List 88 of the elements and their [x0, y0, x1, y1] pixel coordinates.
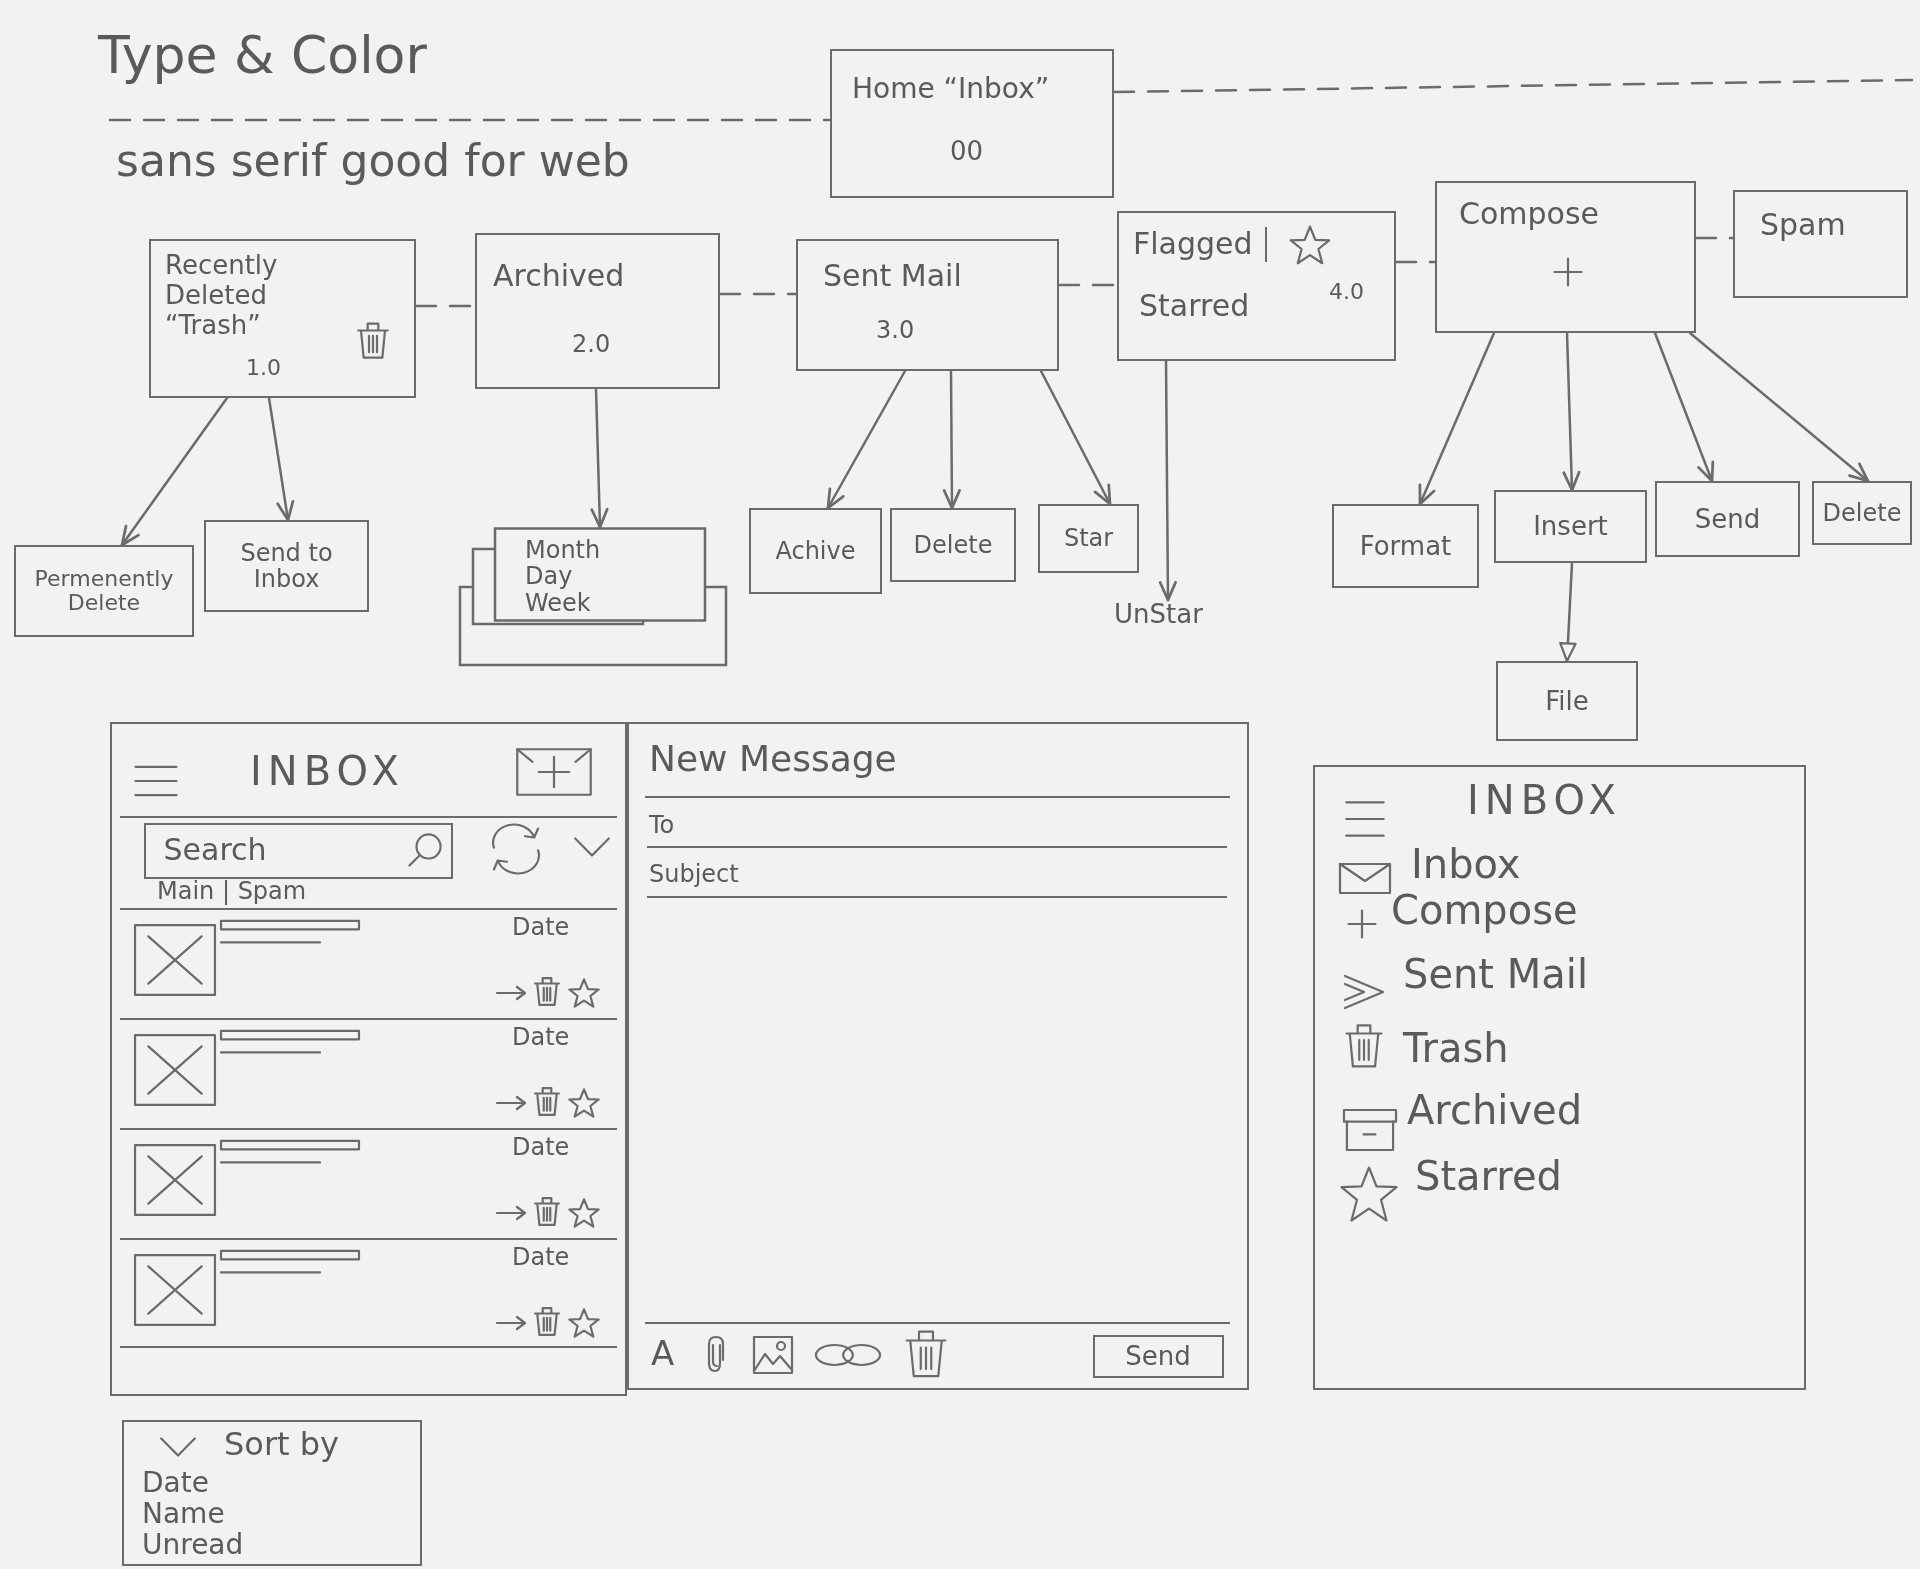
page-box	[475, 233, 720, 389]
send-button: Send	[1092, 1334, 1224, 1378]
dashed-line	[1394, 260, 1437, 264]
page-number: 4.0	[1329, 279, 1364, 305]
dashed-line	[1112, 78, 1914, 94]
subject-field: Subject	[647, 854, 1227, 898]
action-box	[890, 508, 1016, 582]
page-box	[1117, 211, 1396, 361]
page-title: Starred	[1139, 289, 1250, 324]
arrow	[120, 396, 229, 547]
arrow	[942, 369, 961, 510]
arrow	[1039, 369, 1112, 506]
text-format-label: A	[651, 1334, 675, 1374]
action-label: Insert	[1532, 512, 1609, 541]
page-heading: Type & Color	[98, 26, 427, 86]
dropdown-option: Unread	[142, 1530, 244, 1560]
menu-item: Compose	[1391, 887, 1578, 933]
dropdown-option: Date	[142, 1468, 209, 1498]
arrow	[590, 387, 609, 529]
page-title: Home “Inbox”	[852, 73, 1050, 106]
action-label: Star	[1062, 525, 1115, 552]
action-box	[1332, 504, 1479, 588]
arrow	[267, 396, 295, 522]
mailbox-tabs: Main | Spam	[157, 878, 307, 906]
page-title: Spam	[1760, 208, 1846, 243]
dropdown-title: Sort by	[224, 1426, 339, 1463]
action-label: UnStar	[1114, 600, 1203, 630]
annotation-note: sans serif good for web	[116, 136, 630, 187]
arrow	[1158, 359, 1177, 602]
time-range-label: Month Day Week	[525, 537, 602, 617]
page-box	[796, 239, 1059, 371]
screen-title: INBOX	[1467, 777, 1622, 823]
date-label: Date	[512, 1244, 570, 1272]
menu-item: Inbox	[1411, 841, 1521, 887]
action-label: Delete	[912, 531, 994, 559]
page-box	[149, 239, 416, 398]
arrow	[1562, 331, 1581, 492]
action-label: Achive	[774, 537, 857, 565]
page-title: Archived	[493, 259, 625, 294]
screen-title: New Message	[649, 738, 897, 780]
action-label: Permenently Delete	[33, 566, 175, 616]
action-label: Send to Inbox	[239, 539, 334, 593]
date-label: Date	[512, 914, 570, 942]
page-title: Recently Deleted “Trash”	[165, 251, 279, 341]
date-label: Date	[512, 1134, 570, 1162]
page-number: 2.0	[572, 331, 611, 359]
inbox-screen	[110, 722, 627, 1396]
action-box	[749, 508, 882, 594]
dashed-line	[718, 292, 798, 296]
menu-screen	[1313, 765, 1806, 1390]
action-label: Delete	[1821, 499, 1903, 527]
action-box	[1655, 481, 1800, 557]
dashed-line	[108, 118, 832, 122]
action-label: File	[1544, 686, 1590, 716]
action-box	[14, 545, 194, 637]
screen-title: INBOX	[250, 748, 405, 794]
menu-item: Archived	[1407, 1087, 1583, 1133]
recipient-field: To	[647, 806, 1227, 848]
sort-dropdown	[122, 1420, 422, 1566]
action-box	[1496, 661, 1638, 741]
action-box	[1494, 490, 1647, 563]
action-box	[204, 520, 369, 612]
action-label: Send	[1693, 504, 1762, 534]
action-box	[1038, 504, 1139, 573]
page-box	[1435, 181, 1696, 333]
arrow	[826, 369, 907, 510]
menu-item: Sent Mail	[1403, 951, 1588, 997]
arrow	[1688, 331, 1870, 483]
arrow	[1653, 331, 1715, 483]
page-number: 1.0	[246, 355, 281, 381]
page-box	[830, 49, 1114, 198]
arrow	[1559, 561, 1577, 663]
page-box	[1733, 190, 1908, 298]
page-number: 3.0	[876, 317, 915, 345]
menu-item: Trash	[1403, 1025, 1509, 1071]
menu-item: Starred	[1415, 1153, 1562, 1199]
page-title: Flagged	[1133, 227, 1267, 262]
page-title: Compose	[1459, 197, 1599, 232]
date-label: Date	[512, 1024, 570, 1052]
page-title: Sent Mail	[823, 259, 962, 294]
arrow	[1418, 331, 1496, 506]
compose-screen	[627, 722, 1249, 1390]
dashed-line	[1694, 236, 1735, 240]
dropdown-option: Name	[142, 1499, 225, 1529]
page-number: 00	[950, 137, 984, 167]
action-label: Format	[1358, 531, 1453, 561]
search-field: Search	[143, 822, 453, 879]
action-box	[1812, 481, 1912, 545]
